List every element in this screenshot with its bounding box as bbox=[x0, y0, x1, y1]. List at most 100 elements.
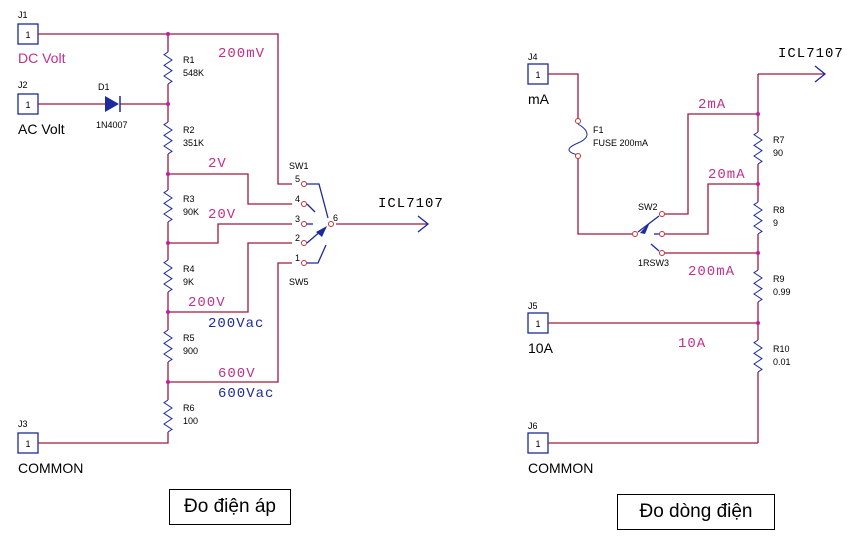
diode-d1: D1 1N4007 bbox=[96, 82, 128, 130]
resistor-icon bbox=[163, 329, 173, 363]
connector-j5: J5 1 10A bbox=[527, 301, 554, 356]
diode-ref: D1 bbox=[98, 82, 110, 92]
wire bbox=[168, 223, 292, 244]
resistor-icon bbox=[753, 269, 763, 303]
switch-pin: 3 bbox=[295, 214, 300, 224]
resistor-value: 100 bbox=[183, 416, 198, 426]
resistor-ref: R3 bbox=[183, 194, 195, 204]
connector-j4: J4 1 mA bbox=[527, 52, 550, 107]
connector-label-ac-volt: AC Volt bbox=[18, 121, 65, 137]
diode-value: 1N4007 bbox=[96, 120, 128, 130]
caption-voltage-measurement: Đo điện áp bbox=[169, 489, 291, 525]
wire bbox=[38, 34, 169, 444]
resistor-ref: R4 bbox=[183, 264, 195, 274]
range-label-600vac: 600Vac bbox=[218, 386, 274, 402]
resistor-ref: R7 bbox=[773, 135, 785, 145]
junction-dot bbox=[756, 112, 760, 116]
connector-j3: J3 1 COMMON bbox=[17, 419, 83, 476]
wire bbox=[577, 157, 632, 235]
junction-dot bbox=[756, 182, 760, 186]
connector-j2: J2 1 AC Volt bbox=[17, 80, 65, 137]
junction-dot bbox=[166, 310, 170, 314]
junction-dot bbox=[166, 241, 170, 245]
fuse-icon bbox=[568, 123, 588, 156]
wire bbox=[168, 262, 292, 383]
switch-pin: 1 bbox=[295, 253, 300, 263]
range-label-2v: 2V bbox=[208, 156, 227, 172]
output-arrow-icon bbox=[417, 215, 430, 233]
resistor-value: 0.99 bbox=[773, 287, 791, 297]
range-label-200v: 200V bbox=[188, 295, 226, 311]
connector-label-ma: mA bbox=[528, 91, 550, 107]
resistor-ref: R2 bbox=[183, 125, 195, 135]
resistor-ref: R8 bbox=[773, 205, 785, 215]
resistor-value: 90K bbox=[183, 207, 199, 217]
range-label-10a: 10A bbox=[678, 336, 706, 352]
resistor-ref: R1 bbox=[183, 55, 195, 65]
resistor-icon bbox=[163, 189, 173, 223]
range-label-20ma: 20mA bbox=[708, 167, 746, 183]
resistor-ref: R9 bbox=[773, 274, 785, 284]
fuse-f1: F1 FUSE 200mA bbox=[568, 118, 648, 159]
range-label-200vac: 200Vac bbox=[208, 316, 264, 332]
junction-dot bbox=[166, 102, 170, 106]
switch-ref-bottom: 1RSW3 bbox=[638, 258, 669, 268]
fuse-value: FUSE 200mA bbox=[593, 138, 648, 148]
resistor-value: 90 bbox=[773, 148, 783, 158]
junction-dot bbox=[166, 32, 170, 36]
switch-wiper-icon bbox=[316, 226, 327, 237]
resistor-value: 9 bbox=[773, 218, 778, 228]
connector-pin: 1 bbox=[25, 100, 30, 110]
range-label-2ma: 2mA bbox=[698, 97, 726, 113]
rotary-switch-sw2: SW2 1RSW3 bbox=[632, 202, 669, 268]
connector-j1: J1 1 DC Volt bbox=[17, 10, 66, 66]
voltage-circuit: J1 1 DC Volt J2 1 AC Volt J3 1 COMMON bbox=[17, 10, 444, 476]
switch-common-pin: 6 bbox=[333, 213, 338, 223]
switch-pin: 5 bbox=[295, 174, 300, 184]
junction-dot bbox=[166, 380, 170, 384]
wire bbox=[548, 73, 579, 119]
resistor-icon bbox=[163, 51, 173, 85]
switch-pin: 4 bbox=[295, 194, 300, 204]
range-label-200mv: 200mV bbox=[218, 46, 265, 62]
resistor-icon bbox=[163, 399, 173, 433]
connector-ref: J1 bbox=[18, 10, 28, 20]
resistor-icon bbox=[163, 259, 173, 293]
junction-dot bbox=[756, 321, 760, 325]
diode-icon bbox=[105, 96, 119, 112]
connector-ref: J4 bbox=[528, 52, 538, 62]
range-label-20v: 20V bbox=[208, 207, 236, 223]
connector-ref: J3 bbox=[18, 419, 28, 429]
connector-ref: J5 bbox=[528, 301, 538, 311]
switch-ref-bottom: SW5 bbox=[289, 277, 309, 287]
connector-pin: 1 bbox=[535, 439, 540, 449]
resistor-value: 9K bbox=[183, 277, 194, 287]
connector-label-common: COMMON bbox=[18, 460, 83, 476]
connector-pin: 1 bbox=[25, 30, 30, 40]
resistor-icon bbox=[753, 201, 763, 235]
switch-pin: 2 bbox=[295, 233, 300, 243]
wire bbox=[665, 183, 758, 235]
resistor-value: 548K bbox=[183, 68, 204, 78]
wire bbox=[665, 113, 758, 215]
output-arrow-icon bbox=[814, 65, 827, 83]
connector-pin: 1 bbox=[535, 319, 540, 329]
current-circuit: J4 1 mA J5 1 10A J6 1 COMMON bbox=[527, 46, 844, 476]
resistor-ref: R10 bbox=[773, 344, 790, 354]
connector-ref: J6 bbox=[528, 421, 538, 431]
rotary-switch-sw1: SW1 SW5 5 4 3 2 1 6 bbox=[289, 161, 338, 287]
connector-label-common: COMMON bbox=[528, 460, 593, 476]
connector-ref: J2 bbox=[18, 80, 28, 90]
resistor-icon bbox=[753, 131, 763, 165]
output-label-icl7107: ICL7107 bbox=[778, 46, 844, 62]
range-label-600v: 600V bbox=[218, 366, 256, 382]
resistor-value: 900 bbox=[183, 346, 198, 356]
junction-dot bbox=[166, 172, 170, 176]
output-label-icl7107: ICL7107 bbox=[378, 196, 444, 212]
connector-pin: 1 bbox=[25, 439, 30, 449]
connector-j6: J6 1 COMMON bbox=[527, 421, 593, 476]
wire bbox=[38, 33, 292, 185]
connector-pin: 1 bbox=[535, 70, 540, 80]
switch-wiper-icon bbox=[640, 222, 650, 234]
